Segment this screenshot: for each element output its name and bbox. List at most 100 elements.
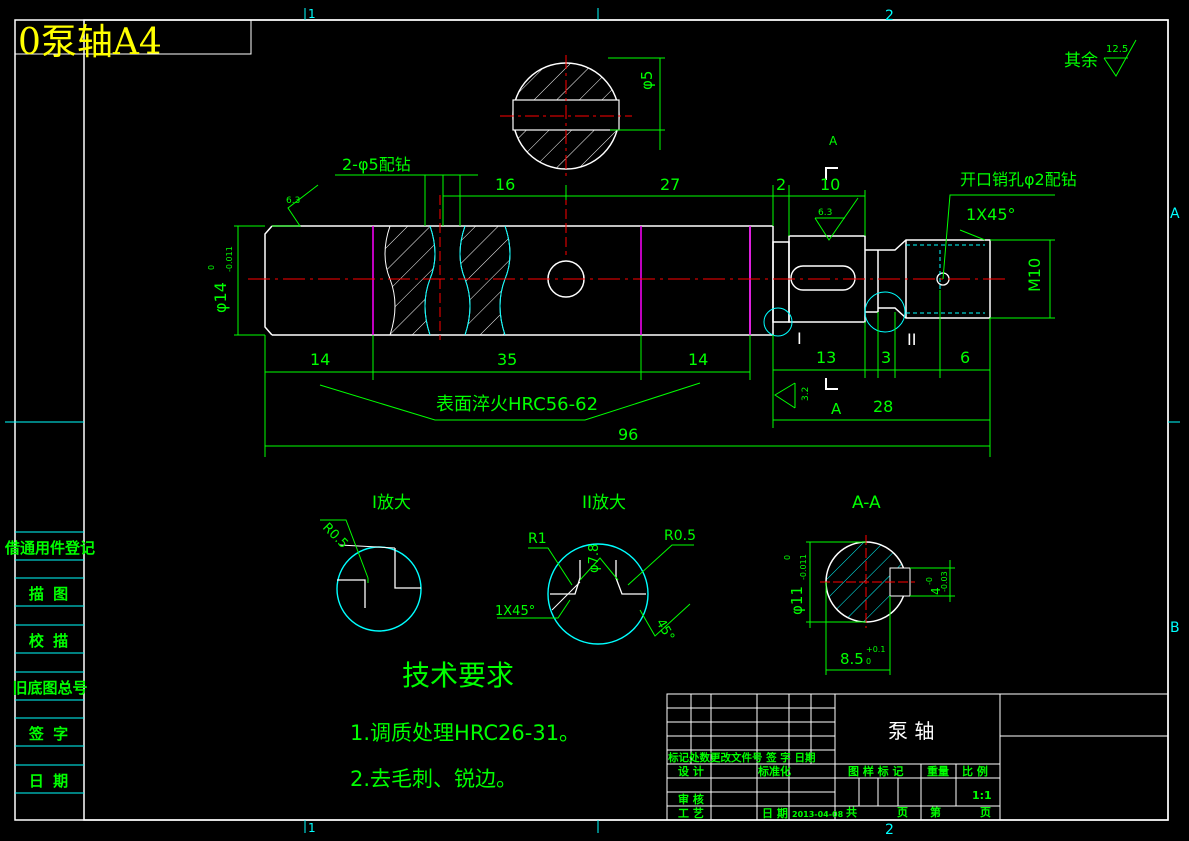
aa-depth: 4: [929, 587, 943, 595]
dim-14b: 14: [688, 350, 708, 369]
roughness-marks: [272, 184, 859, 409]
section-cut-marks: [825, 167, 838, 390]
detail-2-phi: φ7.8: [587, 544, 602, 573]
dim-phi14: φ14: [211, 282, 230, 313]
file-title-box: [14, 19, 252, 55]
detail-2-view: [497, 543, 694, 645]
tb-total: 共: [846, 805, 857, 819]
dim-6: 6: [960, 348, 970, 367]
zone-col2-top: 2: [885, 8, 894, 24]
dim-96: 96: [618, 425, 638, 444]
drawing-frame: [14, 19, 1169, 821]
roughness-value: 12.5: [1106, 44, 1128, 55]
dim-28: 28: [873, 397, 893, 416]
detail-2-r2: R0.5: [664, 528, 696, 544]
tb-date-val: 2013-04-08: [792, 810, 844, 819]
tech-req-item1: 1.调质处理HRC26-31。: [350, 721, 580, 745]
aa-title: A-A: [852, 493, 881, 513]
aa-phi-up: 0: [783, 555, 792, 560]
broken-section: [384, 225, 511, 336]
aa-section-view: [806, 535, 955, 675]
tb-weight: 重量: [927, 764, 949, 778]
roughness-v2: 6.3: [818, 208, 832, 218]
tech-req-item2: 2.去毛刺、锐边。: [350, 767, 517, 791]
shaft-outline: [264, 225, 991, 336]
tb-stage: 图 样 标 记: [848, 764, 904, 778]
tb-scale-label: 比 例: [962, 764, 988, 778]
aa-phi: φ11: [788, 586, 806, 615]
zone-row-b: B: [1170, 620, 1180, 636]
dim-3: 3: [881, 348, 891, 367]
dim-16: 16: [495, 175, 515, 194]
roughness-symbol: [1103, 39, 1137, 77]
file-title: 0泵轴A4: [18, 22, 162, 63]
dim-m10: M10: [1025, 258, 1044, 292]
tech-req-title: 技术要求: [402, 659, 514, 692]
tb-scale: 1:1: [972, 789, 992, 802]
zone-row-a: A: [1170, 206, 1180, 222]
side-label-3: 校 描: [28, 632, 71, 650]
aa-width-up: +0.1: [866, 645, 885, 654]
side-label-6: 日 期: [28, 772, 71, 790]
side-label-4: 旧底图总号: [12, 679, 88, 697]
tb-rev-header: 标记处数更改文件号 签 字 日期: [667, 751, 815, 764]
hardening-limits: [372, 226, 751, 335]
roughness-v1: 6.3: [286, 196, 300, 206]
part-name: 泵 轴: [888, 719, 934, 743]
section-a-top: A: [829, 134, 838, 148]
dim-phi14-tol-up: 0: [207, 265, 216, 270]
side-label-2: 描 图: [28, 585, 71, 603]
zone-col1-bot: 1: [308, 821, 316, 835]
aa-phi-dn: -0.011: [799, 554, 808, 580]
aa-depth-up: -0: [925, 577, 934, 585]
section-a-bot: A: [831, 400, 842, 418]
section-view-top: [500, 55, 665, 178]
tb-page: 页: [980, 806, 991, 819]
dim-35: 35: [497, 350, 517, 369]
dim-14a: 14: [310, 350, 330, 369]
title-block-grid: [666, 693, 1169, 821]
tb-sheet: 页: [897, 806, 908, 819]
detail-1-title: I放大: [372, 493, 411, 513]
dim-27: 27: [660, 175, 680, 194]
side-label-1: 借通用件登记: [4, 539, 95, 557]
detail-mark-2: II: [907, 330, 916, 349]
dim-split-pin: 开口销孔φ2配钻: [960, 170, 1077, 189]
section-dia: φ5: [638, 71, 656, 90]
roughness-v3: 3.2: [801, 387, 811, 401]
aa-width: 8.5: [840, 650, 864, 668]
detail-2-title: II放大: [582, 493, 626, 513]
aa-width-dn: 0: [866, 657, 871, 666]
dim-phi14-tol-dn: -0.011: [225, 246, 234, 272]
tb-no: 第: [930, 805, 941, 819]
zone-ticks: [5, 8, 1180, 833]
detail-1-r: R0.5: [319, 520, 351, 552]
detail-2-chamfer: 1X45°: [495, 604, 535, 619]
detail-mark-1: I: [797, 329, 802, 348]
zone-col2-bot: 2: [885, 822, 894, 838]
dim-pin-holes: 2-φ5配钻: [342, 155, 411, 174]
keyway-slot: [790, 265, 856, 291]
tb-design: 设 计: [678, 764, 704, 778]
tb-process: 工 艺: [678, 806, 704, 820]
roughness-note: 其余: [1064, 51, 1098, 71]
side-label-5: 签 字: [28, 725, 71, 743]
zone-col1-top: 1: [308, 7, 316, 21]
dim-10: 10: [820, 175, 840, 194]
tb-review: 审 核: [678, 792, 704, 806]
aa-depth-dn: -0.03: [940, 571, 949, 592]
dim-2: 2: [776, 175, 786, 194]
detail-mark-1-circle: [763, 307, 793, 337]
tb-standard: 标准化: [757, 764, 791, 778]
note-surface: 表面淬火HRC56-62: [436, 394, 598, 415]
detail-2-angle: 45°: [653, 617, 678, 644]
dimension-lines: [234, 174, 1055, 457]
tb-date-label: 日 期: [762, 806, 788, 820]
dim-13: 13: [816, 348, 836, 367]
detail-1-view: [320, 519, 422, 632]
side-panel-grid: [15, 531, 84, 794]
detail-2-r1: R1: [528, 531, 547, 547]
detail-mark-2-circle: [864, 291, 906, 333]
dim-chamfer: 1X45°: [966, 205, 1016, 224]
